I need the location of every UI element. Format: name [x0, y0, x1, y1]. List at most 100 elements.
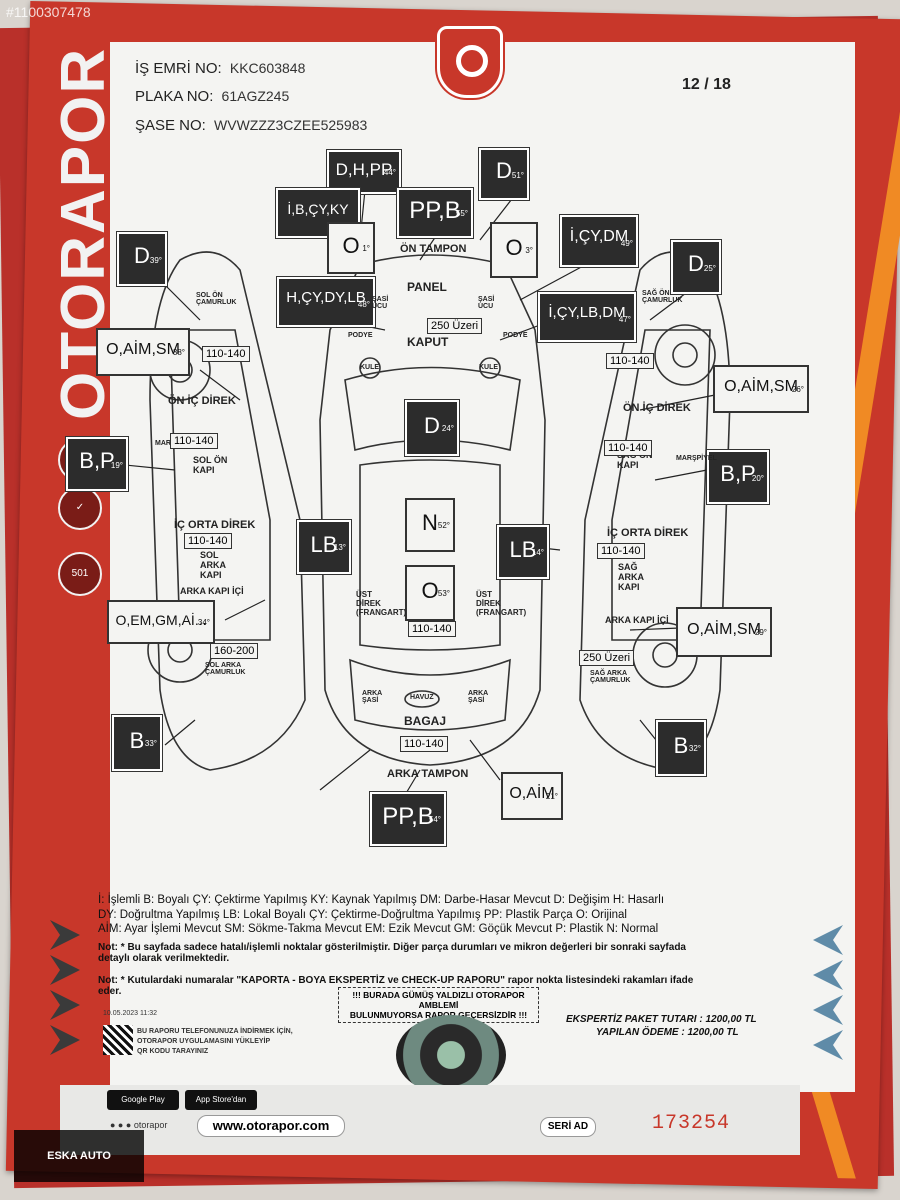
label-marspiyel-right: MARŞPİYEL [676, 455, 717, 462]
qr-line-3: QR KODU TARAYINIZ [137, 1048, 209, 1055]
label-ust-direk-left: ÜST DİREK (FRANGART) [356, 590, 406, 617]
range-left-rear-door: 110-140 [184, 533, 232, 549]
label-arka-tampon: ARKA TAMPON [387, 768, 469, 780]
report-footer [60, 1085, 800, 1155]
label-havuz: HAVUZ [410, 694, 434, 701]
report-paper [110, 42, 855, 1092]
qr-line-2: OTORAPOR UYGULAMASINI YÜKLEYİP [137, 1038, 271, 1045]
qr-code-icon [103, 1025, 133, 1055]
label-ic-orta-direk-left: İÇ ORTA DİREK [174, 519, 256, 531]
social-icons: ● ● ● [110, 1120, 134, 1130]
label-ust-direk-right: ÜST DİREK (FRANGART) [476, 590, 526, 617]
print-date: 10.05.2023 11:32 [103, 1010, 157, 1017]
label-sol-on-camurluk: SOL ÖN ÇAMURLUK [196, 292, 237, 306]
range-left-front-door: 110-140 [170, 433, 218, 449]
range-left-rear-fender: 160-200 [210, 643, 259, 659]
is-emri-label: İŞ EMRİ NO: [135, 60, 222, 77]
legend: İ: İşlemli B: Boyalı ÇY: Çektirme Yapılm… [98, 893, 718, 937]
range-roof: 110-140 [408, 621, 456, 637]
legend-line: AİM: Ayar İşlemi Mevcut SM: Sökme-Takma … [98, 923, 659, 935]
social-label: otorapor [133, 1120, 168, 1130]
watermark-id: #1100307478 [6, 4, 91, 20]
range-right-front-door: 110-140 [604, 440, 652, 456]
badge-501: 501 [58, 552, 102, 596]
is-emri-row: İŞ EMRİ NO: KKC603848 [135, 60, 305, 77]
range-right-fender: 110-140 [606, 353, 654, 369]
label-ic-orta-direk-right: İÇ ORTA DİREK [607, 527, 689, 539]
sase-label: ŞASE NO: [135, 117, 206, 134]
label-sag-arka-kapi: SAĞ ARKA KAPI [618, 562, 644, 592]
app-store-button[interactable]: App Store'dan [185, 1090, 257, 1110]
label-kule-left: KULE [360, 364, 380, 371]
legend-line: İ: İşlemli B: Boyalı ÇY: Çektirme Yapılm… [98, 894, 665, 906]
plaka-value: 61AGZ245 [221, 88, 290, 104]
fee-paket: EKSPERTİZ PAKET TUTARI : 1200,00 TL [566, 1014, 757, 1025]
social-handle[interactable]: ● ● ● otorapor [110, 1120, 167, 1130]
website-link[interactable]: www.otorapor.com [197, 1115, 345, 1137]
range-left-fender: 110-140 [202, 346, 250, 362]
warning-line-1: !!! BURADA GÜMÜŞ YALDIZLI OTORAPOR AMBLE… [352, 990, 525, 1010]
label-kaput: KAPUT [407, 335, 449, 349]
dealer-watermark: ESKA AUTO [14, 1130, 144, 1182]
label-kule-right: KULE [479, 364, 499, 371]
range-right-rear-door: 110-140 [597, 543, 645, 559]
fee-paket-value: 1200,00 TL [705, 1014, 757, 1025]
label-sag-on-camurluk: SAĞ ÖN ÇAMURLUK [642, 290, 683, 304]
label-sasi-ucu-left: ŞASİ UCU [372, 296, 389, 310]
label-on-tampon: ÖN TAMPON [400, 243, 467, 255]
fee-odeme-label: YAPILAN ÖDEME : [596, 1027, 685, 1038]
range-kaput: 250 Üzeri [427, 318, 483, 334]
plaka-row: PLAKA NO: 61AGZ245 [135, 88, 289, 105]
label-on-ic-direk-left: ÖN İÇ DİREK [168, 395, 236, 407]
label-podye-right: PODYE [503, 332, 528, 339]
label-arka-sasi-left: ARKA ŞASİ [362, 690, 382, 704]
fee-paket-label: EKSPERTİZ PAKET TUTARI : [566, 1014, 703, 1025]
qr-line-1: BU RAPORU TELEFONUNUZA İNDİRMEK İÇİN, [137, 1028, 293, 1035]
seri-label: SERİ AD [540, 1117, 596, 1137]
note-1: Not: * Bu sayfada sadece hatalı/işlemli … [98, 942, 686, 964]
label-sag-arka-camurluk: SAĞ ARKA ÇAMURLUK [590, 670, 631, 684]
is-emri-value: KKC603848 [229, 60, 306, 76]
hologram-seal-icon [396, 1015, 506, 1095]
page-number: 12 / 18 [682, 76, 731, 93]
plaka-label: PLAKA NO: [135, 88, 214, 105]
otorapor-logo-icon [437, 26, 503, 98]
label-bagaj: BAGAJ [404, 714, 447, 728]
serial-number: 173254 [652, 1112, 731, 1135]
label-panel: PANEL [407, 280, 447, 294]
range-trunk: 110-140 [400, 736, 448, 752]
chevron-decor-right-icon [813, 925, 843, 1060]
sase-value: WVWZZZ3CZEE525983 [214, 117, 368, 133]
damage-box-left-rear: O,EM,GM,Aİ...34° [107, 600, 215, 644]
fee-odeme-value: 1200,00 TL [687, 1027, 739, 1038]
google-play-button[interactable]: Google Play [107, 1090, 179, 1110]
sase-row: ŞASE NO: WVWZZZ3CZEE525983 [135, 117, 367, 134]
label-arka-kapi-ici-right: ARKA KAPI İÇİ [605, 615, 669, 625]
label-arka-sasi-right: ARKA ŞASİ [468, 690, 488, 704]
chevron-decor-left-icon [50, 920, 80, 1055]
note-2: Not: * Kutulardaki numaralar "KAPORTA - … [98, 975, 694, 997]
fee-odeme: YAPILAN ÖDEME : 1200,00 TL [596, 1027, 739, 1038]
